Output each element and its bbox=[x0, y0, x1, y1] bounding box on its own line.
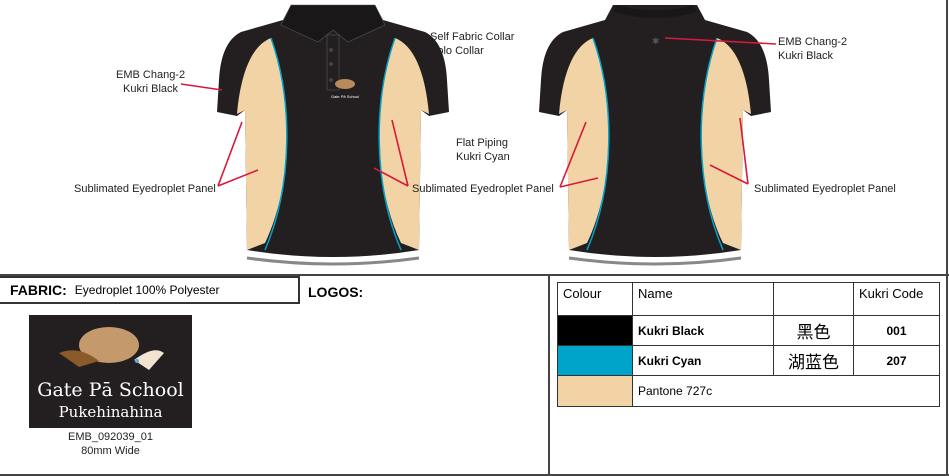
colour-table: Colour Name Kukri Code Kukri Black 黑色 00… bbox=[557, 282, 940, 407]
collar bbox=[280, 4, 386, 43]
panel-annotation: Sublimated Eyedroplet Panel bbox=[74, 183, 216, 195]
header-name: Name bbox=[632, 282, 774, 316]
fabric-value: Eyedroplet 100% Polyester bbox=[74, 283, 220, 297]
back-emb-icon: ✱ bbox=[652, 36, 660, 46]
table-row: Kukri Cyan 湖蓝色 207 bbox=[557, 345, 940, 376]
table-row: Kukri Black 黑色 001 bbox=[557, 315, 940, 346]
colour-chinese: 湖蓝色 bbox=[773, 345, 854, 376]
colour-name: Kukri Black bbox=[632, 315, 774, 346]
logo-line1: Gate Pā School bbox=[37, 379, 184, 401]
leader-lines bbox=[180, 37, 777, 188]
panel-annotation: Sublimated Eyedroplet Panel bbox=[754, 183, 896, 195]
panel-annotation: Sublimated Eyedroplet Panel bbox=[412, 183, 554, 195]
colour-code: 207 bbox=[853, 345, 940, 376]
table-row: Pantone 727c bbox=[557, 375, 940, 407]
header-colour: Colour bbox=[557, 282, 633, 316]
divider bbox=[946, 0, 948, 476]
fabric-box: FABRIC: Eyedroplet 100% Polyester bbox=[0, 276, 300, 304]
school-logo: Gate Pā School Pukehinahina bbox=[29, 315, 192, 428]
table-header: Colour Name Kukri Code bbox=[557, 282, 940, 316]
colour-code: 001 bbox=[853, 315, 940, 346]
hands-vessel-icon bbox=[59, 327, 164, 370]
chest-logo-icon: Gate Pā School bbox=[331, 79, 359, 99]
colour-name: Pantone 727c bbox=[632, 375, 940, 407]
divider bbox=[0, 274, 949, 276]
divider bbox=[0, 474, 949, 476]
svg-text:Gate Pā School: Gate Pā School bbox=[331, 94, 359, 99]
colour-name: Kukri Cyan bbox=[632, 345, 774, 376]
fabric-label: FABRIC: bbox=[10, 282, 67, 298]
divider bbox=[548, 276, 550, 476]
header-code: Kukri Code bbox=[853, 282, 940, 316]
garment-illustration: Gate Pā School ✱ bbox=[180, 3, 777, 266]
colour-chinese: 黑色 bbox=[773, 315, 854, 346]
swatch-black bbox=[557, 315, 633, 346]
logos-label: LOGOS: bbox=[308, 284, 364, 300]
shirt-front: Gate Pā School bbox=[215, 3, 451, 266]
swatch-cyan bbox=[557, 345, 633, 376]
shirt-back: ✱ bbox=[537, 3, 773, 266]
swatch-tan bbox=[557, 375, 633, 407]
logo-line2: Pukehinahina bbox=[58, 403, 163, 421]
header-chinese bbox=[773, 282, 854, 316]
